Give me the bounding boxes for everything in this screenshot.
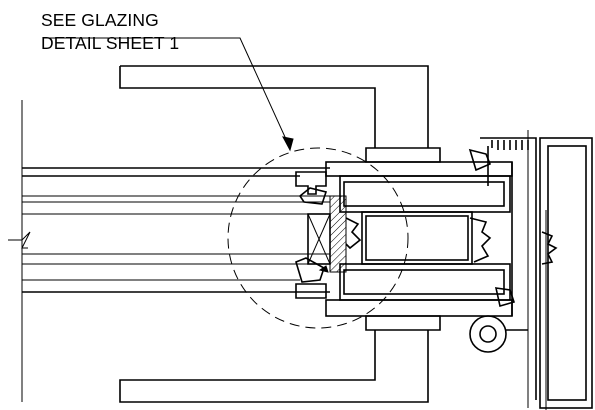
spacer-block <box>307 195 347 273</box>
frame-outline <box>119 65 429 403</box>
glass-unit <box>22 167 330 293</box>
callout-line-1: SEE GLAZING <box>41 10 159 30</box>
detail-circle <box>227 147 409 329</box>
bolt-boss <box>469 315 528 353</box>
curtain-wall-frame <box>468 130 593 410</box>
wall-line <box>8 100 31 402</box>
glazing-gaskets <box>295 171 329 299</box>
mullion-profile <box>325 147 513 331</box>
callout-leader <box>44 37 294 152</box>
